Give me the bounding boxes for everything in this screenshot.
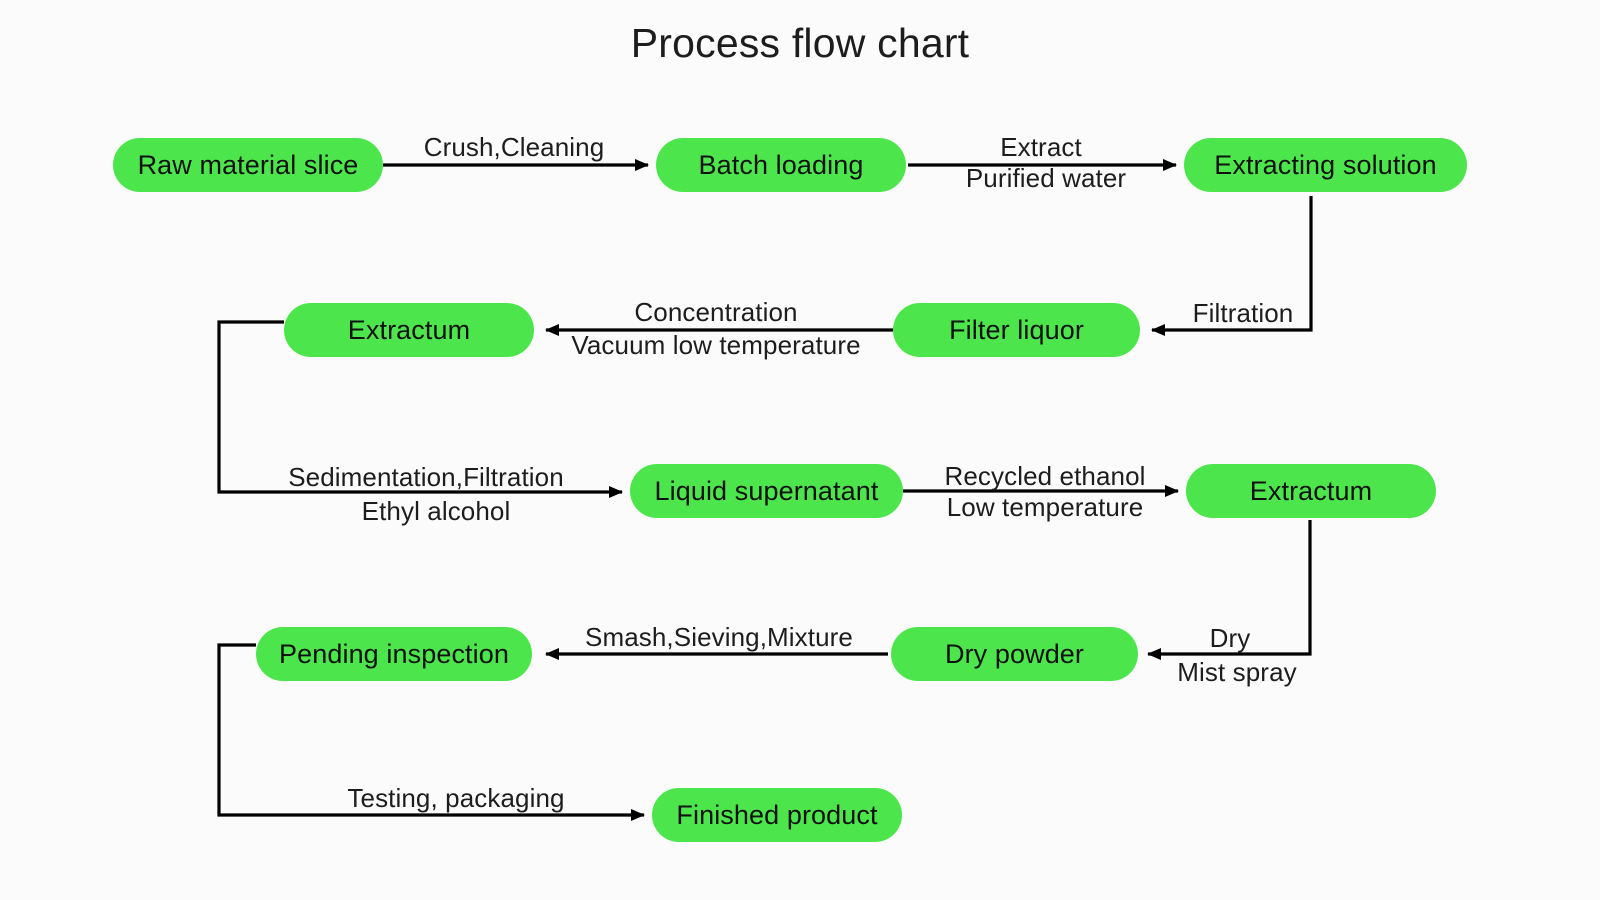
node-label: Extractum <box>347 314 471 345</box>
node-label: Dry powder <box>944 638 1085 669</box>
node-extractum-row2[interactable]: Extractum <box>284 303 534 357</box>
node-finished-product[interactable]: Finished product <box>652 788 902 842</box>
edge-label-concentration: Concentration <box>634 297 798 327</box>
node-filter-liquor[interactable]: Filter liquor <box>893 303 1140 357</box>
node-dry-powder[interactable]: Dry powder <box>891 627 1138 681</box>
edge-label-vacuum-low-temperature: Vacuum low temperature <box>571 330 861 360</box>
edge-label-extract: Extract <box>1000 132 1082 162</box>
node-label: Batch loading <box>698 149 864 180</box>
node-label: Extracting solution <box>1214 149 1437 180</box>
node-label: Extractum <box>1249 475 1373 506</box>
edge-label-dry: Dry <box>1209 623 1251 653</box>
edge-label-low-temperature: Low temperature <box>946 492 1144 522</box>
edge-label-filtration: Filtration <box>1192 298 1294 328</box>
node-extractum-row3[interactable]: Extractum <box>1186 464 1436 518</box>
node-batch-loading[interactable]: Batch loading <box>656 138 906 192</box>
edge-label-recycled-ethanol: Recycled ethanol <box>944 461 1146 491</box>
node-label: Filter liquor <box>949 314 1084 345</box>
node-liquid-supernatant[interactable]: Liquid supernatant <box>630 464 903 518</box>
node-extracting-solution[interactable]: Extracting solution <box>1184 138 1467 192</box>
edge-label-mist-spray: Mist spray <box>1177 657 1297 687</box>
edge-label-crush-cleaning: Crush,Cleaning <box>423 132 605 162</box>
edge-label-smash-sieving-mixture: Smash,Sieving,Mixture <box>585 622 853 652</box>
page-title: Process flow chart <box>630 20 970 66</box>
edge-label-purified-water: Purified water <box>965 163 1127 193</box>
node-label: Finished product <box>676 799 878 830</box>
edge-label-ethyl-alcohol: Ethyl alcohol <box>361 496 511 526</box>
node-label: Pending inspection <box>279 638 509 669</box>
node-label: Liquid supernatant <box>654 475 879 506</box>
node-raw-material-slice[interactable]: Raw material slice <box>113 138 383 192</box>
edge-label-testing-packaging: Testing, packaging <box>347 783 565 813</box>
edge-label-sedimentation-filtration: Sedimentation,Filtration <box>288 462 564 492</box>
node-label: Raw material slice <box>137 149 359 180</box>
node-pending-inspection[interactable]: Pending inspection <box>256 627 532 681</box>
